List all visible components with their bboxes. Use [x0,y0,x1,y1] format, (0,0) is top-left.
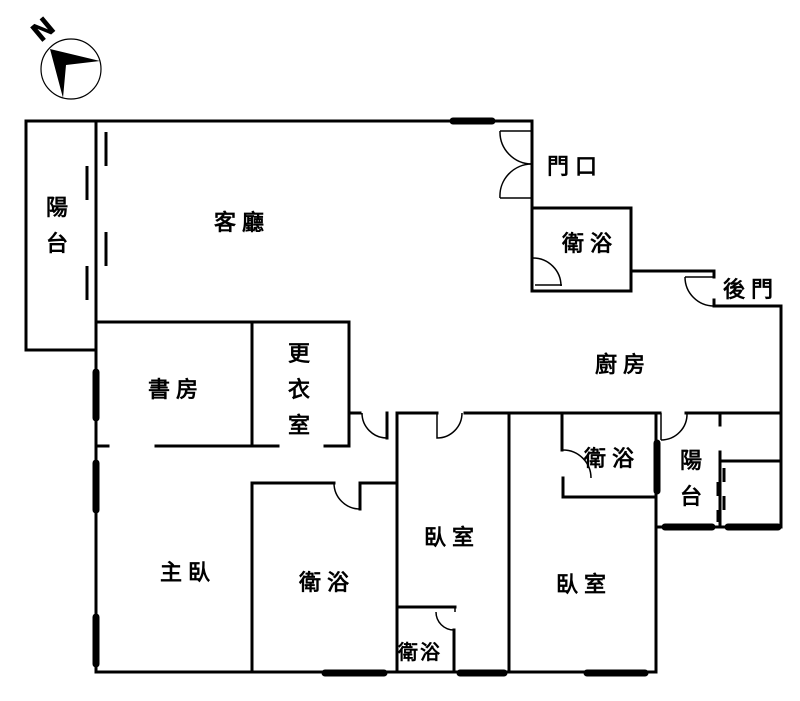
room-label-master-bedroom: 主臥 [160,560,217,586]
room-label-kitchen: 廚房 [595,352,652,378]
room-label-entrance: 門口 [547,154,604,180]
room-label-study: 書房 [148,377,205,403]
entrance-door[interactable] [499,130,533,199]
room-label-balcony-east: 陽台 [679,448,702,510]
room-label-balcony-west: 陽台 [45,195,68,257]
room-label-master-bath: 衛浴 [299,570,356,596]
room-label-bath-kitchen: 衛浴 [584,446,641,472]
bath-entry-walls [530,206,633,293]
room-label-back-door: 後門 [723,277,780,303]
room-label-bedroom-east: 臥室 [556,572,613,598]
room-label-bedroom-middle: 臥室 [424,525,481,551]
north-arrow-icon: N [26,12,102,100]
room-label-closet: 更衣室 [287,341,310,439]
room-label-living-room: 客廳 [214,210,271,236]
room-label-bath-entry: 衛浴 [562,231,619,257]
room-label-bath-small: 衛浴 [398,640,442,664]
